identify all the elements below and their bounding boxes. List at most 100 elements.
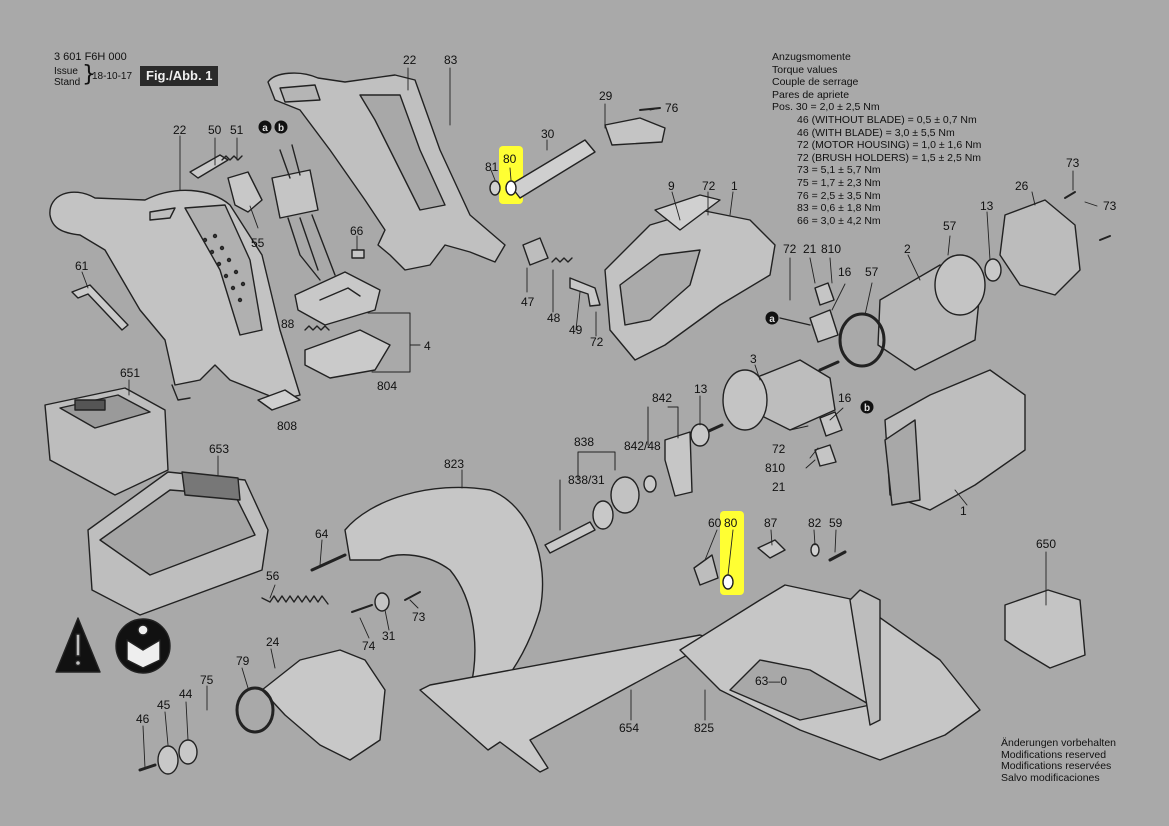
torque-line: 76 = 2,5 ± 3,5 Nm xyxy=(797,189,881,202)
note-line: Salvo modificaciones xyxy=(1001,771,1100,784)
svg-text:a: a xyxy=(769,314,775,325)
note-line: Modifications reservées xyxy=(1001,760,1112,773)
part-label: 66 xyxy=(350,224,364,238)
part-label: 56 xyxy=(266,569,280,583)
part-label: 804 xyxy=(377,379,398,393)
part-label: 72 xyxy=(590,335,604,349)
field-stator-part xyxy=(877,254,986,371)
holder-804-part xyxy=(304,329,391,379)
torque-values-block: Anzugsmomente Torque values Couple de se… xyxy=(772,51,981,227)
part-label: 838/31 xyxy=(568,473,605,487)
knob-60-part xyxy=(693,554,719,586)
washer-81-part xyxy=(489,180,501,196)
part-label: 57 xyxy=(943,219,957,233)
torque-line: 72 (MOTOR HOUSING) = 1,0 ± 1,6 Nm xyxy=(797,139,982,152)
badge-a-mid: a xyxy=(765,311,779,325)
part-label: 810 xyxy=(765,461,786,475)
part-label: 72 xyxy=(702,179,716,193)
torque-line: Couple de serrage xyxy=(772,76,859,89)
part-label: 825 xyxy=(694,721,715,735)
clip-66-part xyxy=(351,249,365,259)
note-line: Änderungen vorbehalten xyxy=(1001,737,1117,749)
housing-half-right-part xyxy=(267,72,506,271)
spring-48-part xyxy=(551,257,573,263)
part-label: 653 xyxy=(209,442,230,456)
pin-64-part xyxy=(310,553,347,572)
pad-808-part xyxy=(257,389,301,411)
spring-part xyxy=(221,155,243,161)
part-label: 73 xyxy=(412,610,426,624)
housing-half-left-part xyxy=(49,189,301,401)
torque-line: 83 = 0,6 ± 1,8 Nm xyxy=(797,202,881,215)
spring-56-part xyxy=(261,595,329,605)
part-label: 26 xyxy=(1015,179,1029,193)
part-label: 47 xyxy=(521,295,535,309)
part-label: 72 xyxy=(772,442,786,456)
read-manual-icon xyxy=(115,618,171,674)
part-label: 24 xyxy=(266,635,280,649)
part-label: 81 xyxy=(485,160,499,174)
part-label: 64 xyxy=(315,527,329,541)
ring-79-part xyxy=(235,686,275,734)
washer-80-bottom-part xyxy=(722,574,734,590)
brush-810-top-part xyxy=(814,282,835,306)
part-label: 61 xyxy=(75,259,89,273)
stand-label: Stand xyxy=(54,77,81,88)
part-label: 76 xyxy=(665,101,679,115)
part-label: 46 xyxy=(136,712,150,726)
part-label: 75 xyxy=(200,673,214,687)
part-label: 842/48 xyxy=(624,439,661,453)
washer-80-top-part xyxy=(505,180,517,196)
part-label: 79 xyxy=(236,654,250,668)
part-label: 44 xyxy=(179,687,193,701)
part-label: 59 xyxy=(829,516,843,530)
part-label: 48 xyxy=(547,311,561,325)
part-label-highlighted: 80 xyxy=(503,152,517,166)
allen-key-part xyxy=(71,284,129,331)
torque-line: 72 (BRUSH HOLDERS) = 1,5 ± 2,5 Nm xyxy=(797,151,982,164)
part-label: 838 xyxy=(574,435,595,449)
wing-nut-87-part xyxy=(757,539,786,559)
part-label: 4 xyxy=(424,339,431,353)
armature-part xyxy=(698,359,840,437)
part-label: 2 xyxy=(904,242,911,256)
part-label: 30 xyxy=(541,127,555,141)
part-label: 3 xyxy=(750,352,757,366)
svg-text:b: b xyxy=(278,123,284,134)
lock-bolt-part xyxy=(569,277,601,307)
part-label: 842 xyxy=(652,391,673,405)
part-label: 73 xyxy=(1066,156,1080,170)
part-label: 21 xyxy=(803,242,817,256)
part-label-highlighted: 80 xyxy=(724,516,738,530)
part-label: 57 xyxy=(865,265,879,279)
flange-44-part xyxy=(178,739,198,765)
part-label: 74 xyxy=(362,639,376,653)
part-label: 9 xyxy=(668,179,675,193)
changes-reserved-note: Änderungen vorbehalten Modifications res… xyxy=(1001,737,1117,784)
part-label: 73 xyxy=(1103,199,1117,213)
warning-triangle-icon xyxy=(55,617,101,673)
lower-guard-part xyxy=(261,649,386,761)
part-label: 50 xyxy=(208,123,222,137)
brush-810-mid-part xyxy=(814,444,837,467)
part-label: 82 xyxy=(808,516,822,530)
screw-74-part xyxy=(351,604,373,613)
brace-glyph: } xyxy=(82,62,96,87)
torque-line: 75 = 1,7 ± 2,3 Nm xyxy=(797,176,881,189)
part-label: 55 xyxy=(251,236,265,250)
part-label: 654 xyxy=(619,721,640,735)
flange-45-part xyxy=(157,745,179,775)
shaft-30-part xyxy=(509,139,596,199)
torque-line: 46 (WITHOUT BLADE) = 0,5 ± 0,7 Nm xyxy=(797,113,977,126)
part-number-heading: 3 601 F6H 000 xyxy=(54,51,127,63)
part-label: 31 xyxy=(382,629,396,643)
badge-b-mid: b xyxy=(860,400,874,414)
ring-57-part xyxy=(838,312,886,368)
bearing-13-part xyxy=(690,423,710,447)
bracket-650-part xyxy=(1004,589,1086,669)
spring-88-part xyxy=(304,325,330,331)
part-label: 1 xyxy=(960,504,967,518)
part-label: 63—0 xyxy=(755,674,788,688)
part-label: 810 xyxy=(821,242,842,256)
